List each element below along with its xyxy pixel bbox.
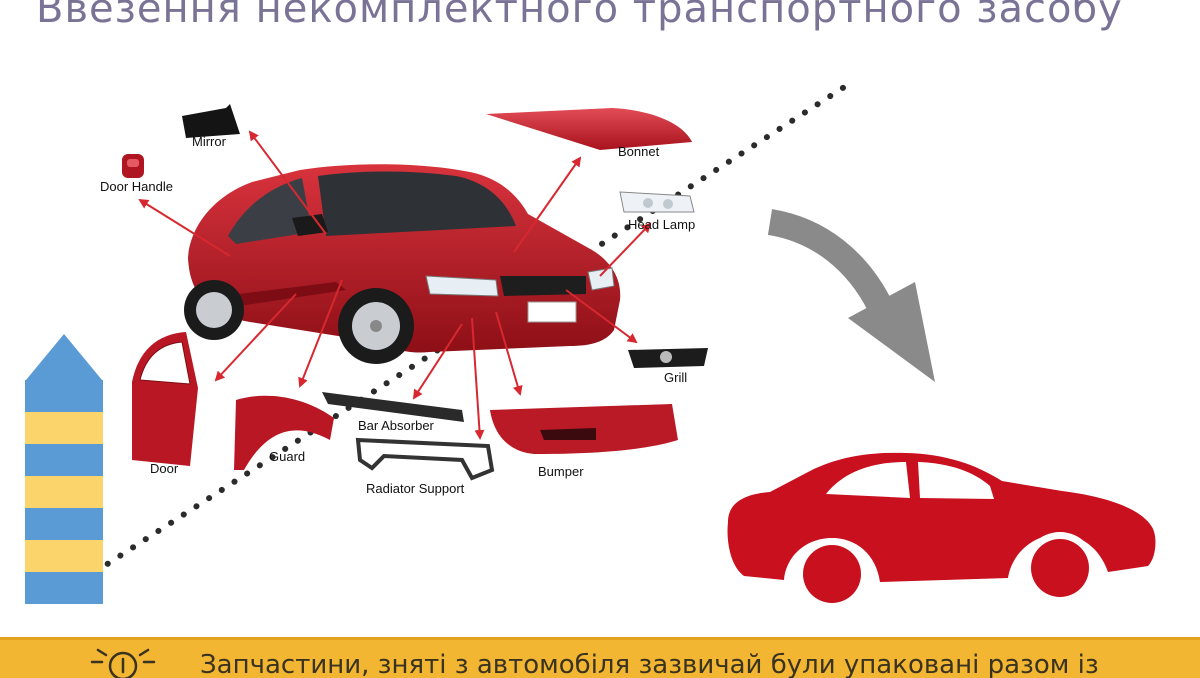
mirror-part: [182, 104, 240, 138]
label-bumper: Bumper: [538, 464, 584, 479]
lightbulb-icon: [90, 648, 156, 678]
grill-part: [628, 348, 708, 368]
label-door-handle: Door Handle: [100, 179, 173, 194]
info-banner: Запчастини, зняті з автомобіля зазвичай …: [0, 637, 1200, 678]
pointer-arrows: [138, 130, 652, 440]
label-grill: Grill: [664, 370, 687, 385]
bar-absorber-part: [322, 392, 464, 422]
head-lamp-part: [619, 191, 695, 213]
label-mirror: Mirror: [192, 134, 227, 149]
assembled-car-icon: [727, 452, 1156, 610]
label-door: Door: [150, 461, 179, 476]
disassembled-car-image: [184, 164, 621, 364]
column-arrow-head: [26, 334, 102, 380]
diagram-scene: Mirror Door Handle Bonnet Head Lamp Gril…: [25, 79, 1156, 610]
label-head-lamp: Head Lamp: [628, 217, 695, 232]
slide-title: Ввезення некомплектного транспортного за…: [36, 0, 1123, 32]
door-handle-part: [122, 154, 144, 178]
bonnet-part: [486, 108, 692, 150]
bumper-part: [490, 404, 678, 454]
radiator-support-part: [355, 437, 495, 481]
banner-text: Запчастини, зняті з автомобіля зазвичай …: [200, 650, 1099, 678]
guard-part: [234, 395, 334, 470]
label-guard: Guard: [269, 449, 305, 464]
curved-arrow-icon: [767, 209, 935, 382]
label-bar-absorber: Bar Absorber: [358, 418, 435, 433]
door-part: [132, 332, 198, 466]
label-bonnet: Bonnet: [618, 144, 660, 159]
label-radiator-support: Radiator Support: [366, 481, 465, 496]
striped-column: [25, 334, 103, 604]
